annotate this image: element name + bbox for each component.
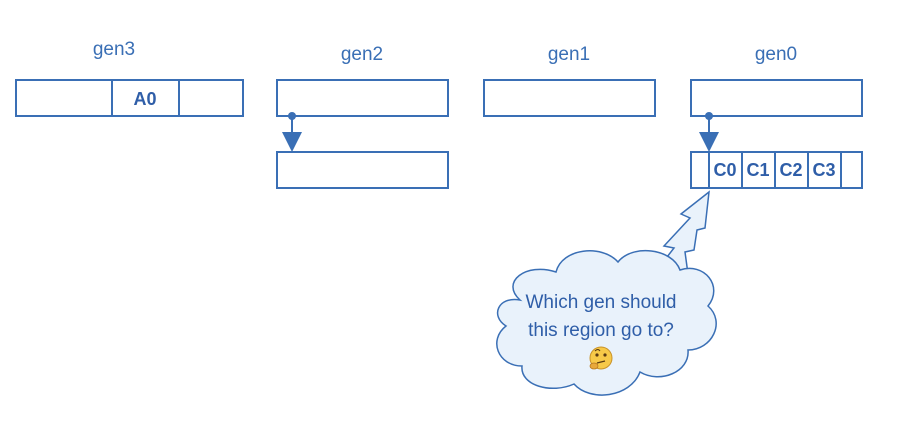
- gen0-region-box: [690, 151, 863, 189]
- gen0-arrow-dot: [705, 112, 713, 120]
- gen0-box: [690, 79, 863, 117]
- region-c3: C3: [812, 160, 835, 180]
- region-a0: A0: [133, 89, 156, 109]
- gen0-label: gen0: [755, 44, 797, 65]
- gen3-box: [15, 79, 244, 117]
- bubble-line-2: this region go to?: [528, 320, 674, 341]
- gen2-region-list: [276, 79, 449, 189]
- gen1-box: [483, 79, 656, 117]
- gen1-label: gen1: [548, 44, 590, 65]
- gen2-label: gen2: [341, 44, 383, 65]
- gen0-region-list: C0 C1 C2 C3: [690, 79, 863, 189]
- gen3-label: gen3: [93, 39, 135, 60]
- gen3-region-list: A0: [15, 79, 244, 117]
- gen2-box: [276, 79, 449, 117]
- gen2-arrow-dot: [288, 112, 296, 120]
- gen2-region-box: [276, 151, 449, 189]
- bubble-cloud: [496, 249, 717, 396]
- region-c1: C1: [746, 160, 769, 180]
- gen1-region-list: [483, 79, 656, 117]
- bubble-line-1: Which gen should: [525, 292, 676, 313]
- region-c2: C2: [779, 160, 802, 180]
- region-c0: C0: [713, 160, 736, 180]
- thought-bubble: Which gen should this region go to?: [496, 190, 717, 396]
- thinking-face-icon: [589, 346, 613, 370]
